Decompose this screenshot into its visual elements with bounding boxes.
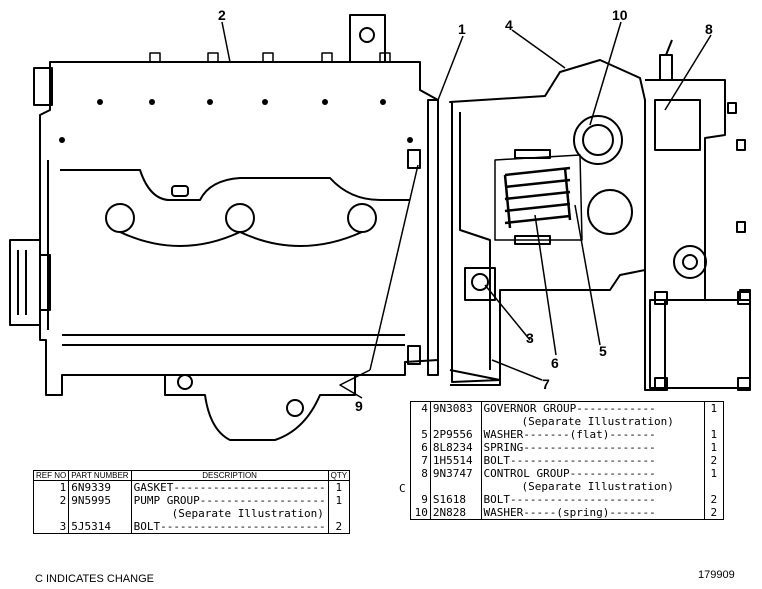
gasket-plate [407, 99, 439, 376]
callout-3: 3 [526, 330, 534, 346]
part-number-cell: 1H5514 [429, 454, 482, 467]
callout-9: 9 [355, 398, 363, 414]
qty-cell: 1 [703, 467, 725, 480]
empty-cell [410, 480, 431, 493]
qty-cell: 2 [703, 454, 725, 467]
ref-no-cell: 9 [410, 493, 431, 506]
description-cell: BOLT------------------------- [130, 520, 329, 534]
ref-no-cell: 7 [410, 454, 431, 467]
part-number-cell: 8L8234 [429, 441, 482, 454]
ref-no-cell: 8 [410, 467, 431, 480]
header-description: DESCRIPTION [130, 470, 329, 481]
control-group [644, 39, 751, 391]
header-qty: QTY [327, 470, 351, 481]
leader-lines [221, 21, 712, 399]
ref-no-cell: 10 [410, 506, 431, 520]
ref-no-cell: 2 [32, 494, 70, 507]
ref-no-cell: 3 [32, 520, 70, 534]
footer-note: C INDICATES CHANGE [35, 573, 154, 585]
description-cell: WASHER-------(flat)------- [480, 428, 705, 441]
pump-housing [9, 14, 439, 441]
empty-cell [68, 507, 132, 520]
empty-cell [703, 415, 725, 428]
table-row-continuation: (Separate Illustration) [410, 480, 725, 493]
table-row-continuation: (Separate Illustration) [32, 507, 351, 520]
part-number-cell: S1618 [429, 493, 482, 506]
callout-6: 6 [551, 355, 559, 371]
description-cell: PUMP GROUP------------------- [130, 494, 329, 507]
qty-cell: 2 [703, 506, 725, 520]
table-row-continuation: (Separate Illustration) [410, 415, 725, 428]
empty-cell [703, 480, 725, 493]
part-number-cell: 2P9556 [429, 428, 482, 441]
description-cell: GOVERNOR GROUP------------ [480, 401, 705, 415]
ref-no-cell: 1 [32, 480, 70, 494]
part-number-cell: 9N3747 [429, 467, 482, 480]
qty-cell: 1 [703, 401, 725, 415]
description-cell: CONTROL GROUP------------- [480, 467, 705, 480]
table-header-row: REF NO PART NUMBER DESCRIPTION QTY [32, 470, 351, 481]
empty-cell [429, 480, 482, 493]
empty-cell [410, 415, 431, 428]
description-note: (Separate Illustration) [480, 480, 705, 493]
callout-2: 2 [218, 7, 226, 23]
qty-cell: 1 [327, 494, 351, 507]
header-part-number: PART NUMBER [68, 470, 132, 481]
drawing-number: 179909 [698, 569, 735, 581]
part-number-cell: 9N3083 [429, 401, 482, 415]
ref-no-cell: 5 [410, 428, 431, 441]
ref-no-cell: 6 [410, 441, 431, 454]
empty-cell [327, 507, 351, 520]
empty-cell [32, 507, 70, 520]
callout-1: 1 [458, 21, 466, 37]
description-note: (Separate Illustration) [480, 415, 705, 428]
description-note: (Separate Illustration) [130, 507, 329, 520]
callout-7: 7 [542, 376, 550, 392]
description-cell: BOLT---------------------- [480, 454, 705, 467]
ref-no-cell: 4 [410, 401, 431, 415]
description-cell: SPRING-------------------- [480, 441, 705, 454]
qty-cell: 1 [327, 480, 351, 494]
description-cell: WASHER-----(spring)------- [480, 506, 705, 520]
qty-cell: 2 [703, 493, 725, 506]
part-number-cell: 6N9339 [68, 480, 132, 494]
qty-cell: 1 [703, 441, 725, 454]
qty-cell: 1 [703, 428, 725, 441]
part-number-cell: 9N5995 [68, 494, 132, 507]
description-cell: GASKET----------------------- [130, 480, 329, 494]
qty-cell: 2 [327, 520, 351, 534]
callout-10: 10 [612, 7, 628, 23]
header-ref-no: REF NO [32, 470, 70, 481]
governor-housing [449, 59, 646, 386]
callout-4: 4 [505, 17, 513, 33]
callout-5: 5 [599, 343, 607, 359]
empty-cell [429, 415, 482, 428]
change-indicator: C [399, 482, 406, 495]
part-number-cell: 5J5314 [68, 520, 132, 534]
description-cell: BOLT---------------------- [480, 493, 705, 506]
part-number-cell: 2N828 [429, 506, 482, 520]
callout-8: 8 [705, 21, 713, 37]
